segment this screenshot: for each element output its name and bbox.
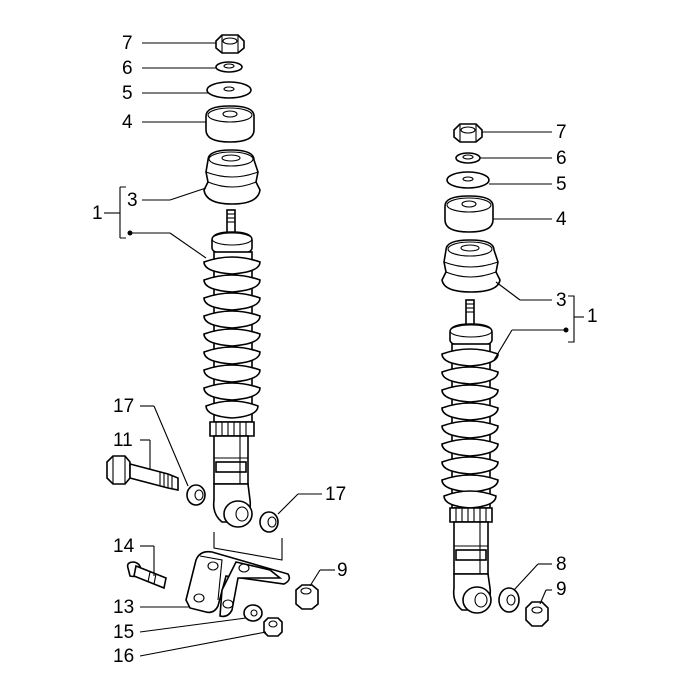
coil-spring-icon <box>203 251 261 423</box>
nut-icon <box>525 601 549 627</box>
nut-icon <box>215 34 245 54</box>
callout-1-right: 1 <box>587 306 598 327</box>
spacer-icon <box>259 511 279 533</box>
callout-17-left-right: 17 <box>325 484 347 505</box>
bolt-icon <box>106 455 179 491</box>
washer-icon <box>446 171 490 189</box>
callout-16-left: 16 <box>113 646 135 667</box>
boot-icon <box>441 239 501 293</box>
callout-17-left-top: 17 <box>113 396 135 417</box>
damper-body-icon <box>453 521 489 575</box>
bracket-icon <box>185 550 291 618</box>
adjuster-collar-icon <box>449 507 493 523</box>
lower-eye-icon <box>452 573 492 614</box>
washer-icon <box>243 604 263 622</box>
washer-icon <box>498 587 520 613</box>
callout-15-left: 15 <box>113 622 135 643</box>
callout-7-right: 7 <box>556 122 567 143</box>
boot-icon <box>203 149 261 205</box>
right-shock-absorber-assembly <box>441 123 584 627</box>
callout-13-left: 13 <box>113 597 135 618</box>
coil-spring-icon <box>441 343 499 509</box>
washer-icon <box>215 61 243 73</box>
callout-8-right: 8 <box>556 554 567 575</box>
bushing-icon <box>444 195 494 233</box>
callout-3-left: 3 <box>127 190 138 211</box>
nut-icon <box>295 584 319 610</box>
callout-5-right: 5 <box>556 174 567 195</box>
callout-6-left: 6 <box>122 58 133 79</box>
callout-1-left: 1 <box>92 203 103 224</box>
shock-absorber-icon <box>449 299 493 347</box>
callout-9-right: 9 <box>556 579 567 600</box>
spacer-icon <box>186 484 206 506</box>
bolt-icon <box>126 561 167 590</box>
callout-6-right: 6 <box>556 148 567 169</box>
nut-icon <box>453 123 483 143</box>
damper-body-icon <box>213 435 249 485</box>
shock-absorber-icon <box>211 209 253 255</box>
callout-4-left: 4 <box>122 112 133 133</box>
left-shock-absorber-assembly <box>104 34 335 657</box>
callout-3-right: 3 <box>556 290 567 311</box>
leader-lines-right <box>480 131 584 605</box>
callout-4-right: 4 <box>556 209 567 230</box>
callout-5-left: 5 <box>122 83 133 104</box>
leader-lines-left <box>104 42 335 657</box>
washer-icon <box>455 152 481 164</box>
callout-9-left: 9 <box>337 560 348 581</box>
nut-icon <box>263 617 283 637</box>
adjuster-collar-icon <box>209 421 255 437</box>
lower-eye-icon <box>212 483 253 528</box>
callout-11-left: 11 <box>113 430 133 451</box>
callout-7-left: 7 <box>122 33 133 54</box>
callout-14-left: 14 <box>113 536 135 557</box>
bushing-icon <box>205 105 255 143</box>
washer-icon <box>206 81 252 99</box>
